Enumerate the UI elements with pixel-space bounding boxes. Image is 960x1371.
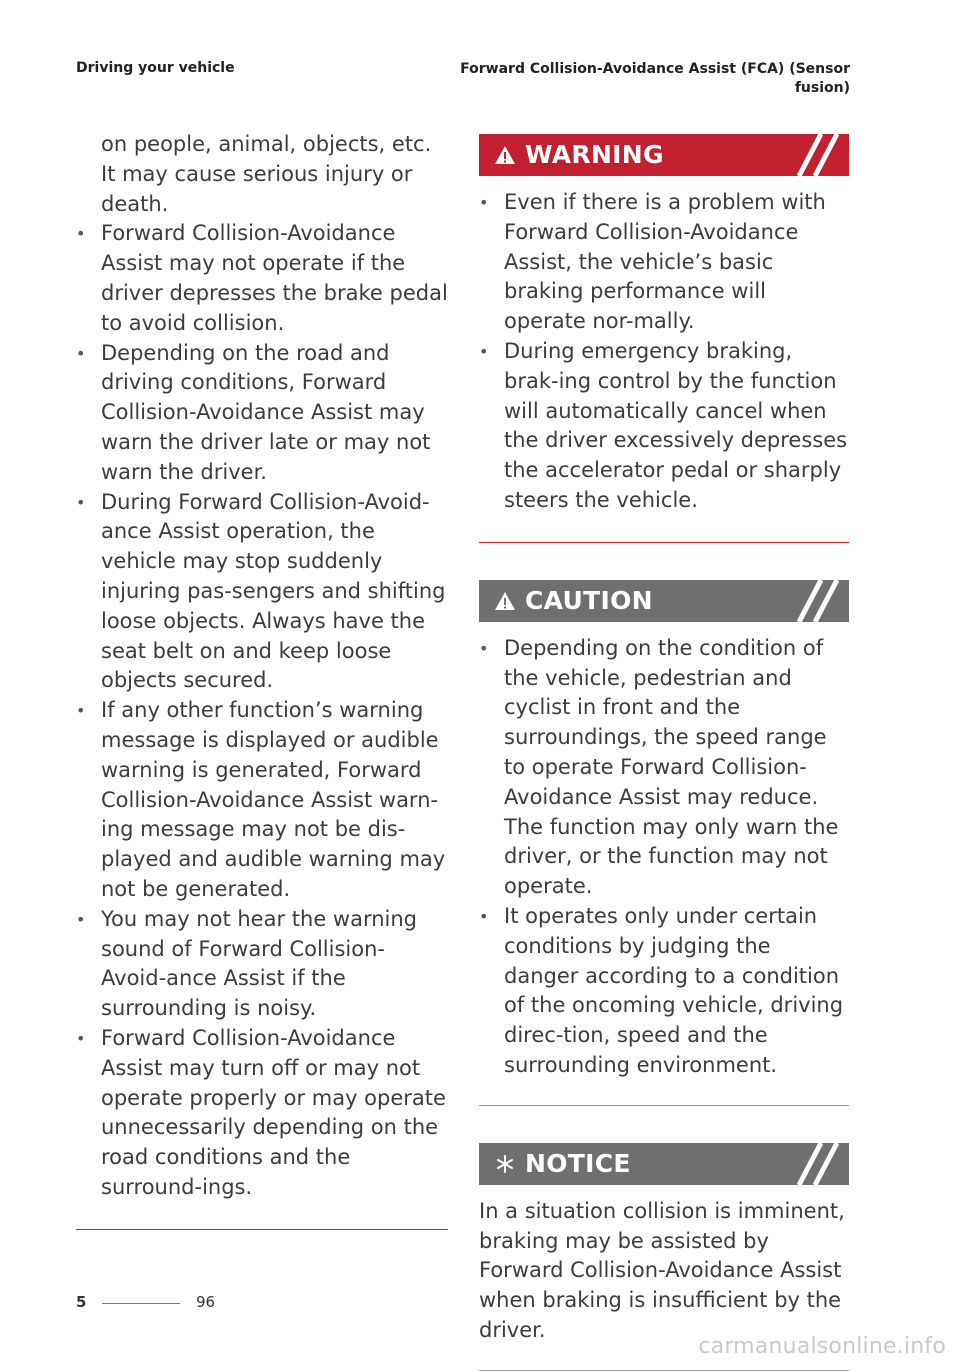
- section-title: Driving your vehicle: [76, 60, 235, 76]
- list-item: Depending on the road and driving condit…: [76, 339, 448, 488]
- continued-text: on people, animal, objects, etc. It may …: [101, 132, 432, 216]
- list-item: Depending on the condition of the vehicl…: [479, 634, 849, 902]
- warning-bullet-list: Even if there is a problem with Forward …: [479, 188, 849, 516]
- list-item: Forward Collision-Avoidance Assist may t…: [76, 1024, 448, 1203]
- right-column: WARNING Even if there is a problem with …: [479, 134, 849, 1371]
- warning-triangle-icon: [485, 591, 525, 611]
- asterisk-icon: [485, 1154, 525, 1174]
- notice-banner: NOTICE: [479, 1142, 849, 1185]
- topic-title: Forward Collision-Avoidance Assist (FCA)…: [460, 61, 850, 96]
- notice-title: NOTICE: [525, 1148, 631, 1178]
- warning-banner: WARNING: [479, 134, 849, 176]
- warning-triangle-icon: [485, 145, 525, 165]
- list-item: During Forward Collision-Avoid-ance Assi…: [76, 488, 448, 697]
- warning-end-rule: [479, 541, 849, 543]
- section-end-rule: [76, 1228, 448, 1230]
- list-item: You may not hear the warning sound of Fo…: [76, 905, 448, 1024]
- list-item: Forward Collision-Avoidance Assist may n…: [76, 219, 448, 338]
- list-item: It operates only under certain condition…: [479, 902, 849, 1081]
- list-item: During emergency braking, brak-ing contr…: [479, 337, 849, 516]
- caution-banner: CAUTION: [479, 579, 849, 622]
- watermark: carmanualsonline.info: [698, 1334, 946, 1359]
- page-number: 96: [196, 1293, 216, 1311]
- warning-title: WARNING: [525, 140, 664, 170]
- notice-text: In a situation collision is imminent, br…: [479, 1198, 845, 1342]
- banner-stripes: [796, 1142, 840, 1185]
- list-item: If any other function’s warning message …: [76, 696, 448, 905]
- left-bullet-list: Forward Collision-Avoidance Assist may n…: [76, 219, 448, 1202]
- left-column: on people, animal, objects, etc. It may …: [76, 130, 448, 1230]
- banner-stripes: [796, 579, 840, 622]
- caution-end-rule: [479, 1104, 849, 1106]
- list-item: Even if there is a problem with Forward …: [479, 188, 849, 337]
- banner-stripes: [796, 134, 840, 176]
- caution-title: CAUTION: [525, 585, 653, 615]
- chapter-number: 5: [76, 1293, 87, 1311]
- caution-bullet-list: Depending on the condition of the vehicl…: [479, 634, 849, 1081]
- footer-rule: [102, 1303, 180, 1304]
